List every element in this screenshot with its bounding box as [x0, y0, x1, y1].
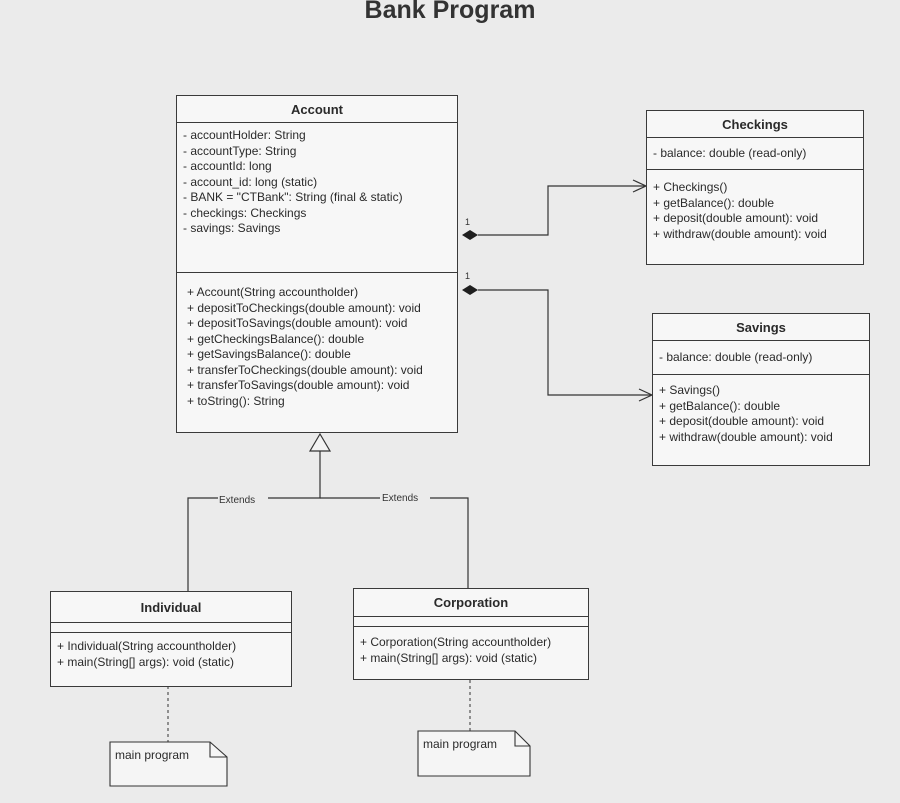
attribute: - savings: Savings [183, 221, 281, 235]
operation: + getCheckingsBalance(): double [187, 331, 365, 346]
note-individual[interactable]: main program [111, 743, 209, 785]
attribute: - accountType: String [183, 143, 297, 158]
operation: + transferToSavings(double amount): void [187, 378, 410, 392]
class-account-operations: + Account(String accountholder) + deposi… [177, 273, 457, 413]
multiplicity-savings: 1 [465, 271, 470, 281]
class-individual-attributes [51, 623, 291, 633]
note-corporation-text: main program [423, 737, 498, 751]
attribute: - balance: double (read-only) [659, 350, 813, 364]
class-account-attributes: - accountHolder: String - accountType: S… [177, 123, 457, 273]
class-savings-name: Savings [653, 314, 869, 341]
operation: + withdraw(double amount): void [659, 429, 833, 444]
class-individual-name: Individual [51, 592, 291, 623]
operation: + Checkings() [653, 180, 728, 194]
attribute: - accountId: long [183, 159, 272, 173]
class-corporation-name: Corporation [354, 589, 588, 617]
note-corporation[interactable]: main program [419, 732, 514, 775]
operation: + Corporation(String accountholder) [360, 635, 552, 649]
operation: + depositToCheckings(double amount): voi… [187, 300, 421, 315]
note-shape-corporation [417, 730, 531, 777]
class-account-name: Account [177, 96, 457, 123]
operation: + Account(String accountholder) [187, 285, 359, 299]
attribute: - account_id: long (static) [183, 174, 318, 189]
attribute: - checkings: Checkings [183, 205, 307, 220]
class-checkings-operations: + Checkings() + getBalance(): double + d… [647, 170, 863, 246]
extends-line-corporation [320, 497, 469, 588]
extends-line-individual [187, 451, 321, 591]
class-corporation-attributes [354, 617, 588, 627]
class-checkings[interactable]: Checkings - balance: double (read-only) … [646, 110, 864, 265]
operation: + main(String[] args): void (static) [360, 650, 538, 665]
attribute: - accountHolder: String [183, 128, 306, 142]
operation: + transferToCheckings(double amount): vo… [187, 362, 423, 377]
class-corporation-operations: + Corporation(String accountholder) + ma… [354, 627, 588, 670]
class-individual-operations: + Individual(String accountholder) + mai… [51, 633, 291, 674]
extends-label-right: Extends [382, 493, 418, 504]
operation: + deposit(double amount): void [659, 414, 825, 428]
operation: + depositToSavings(double amount): void [187, 316, 408, 330]
operation: + Individual(String accountholder) [57, 639, 237, 653]
attribute: - BANK = "CTBank": String (final & stati… [183, 190, 403, 204]
class-corporation[interactable]: Corporation + Corporation(String account… [353, 588, 589, 680]
class-savings[interactable]: Savings - balance: double (read-only) + … [652, 313, 870, 466]
class-savings-operations: + Savings() + getBalance(): double + dep… [653, 375, 869, 449]
attribute: - balance: double (read-only) [653, 146, 807, 160]
operation: + toString(): String [187, 393, 285, 408]
extends-label-left: Extends [219, 495, 255, 506]
class-checkings-attributes: - balance: double (read-only) [647, 138, 863, 170]
operation: + deposit(double amount): void [653, 211, 819, 225]
multiplicity-checkings: 1 [465, 217, 470, 227]
class-checkings-name: Checkings [647, 111, 863, 138]
note-individual-text: main program [115, 748, 190, 762]
operation: + getBalance(): double [659, 398, 781, 413]
composition-diamond-checkings [462, 230, 478, 240]
operation: + Savings() [659, 383, 721, 397]
generalization-triangle [308, 432, 332, 452]
class-account[interactable]: Account - accountHolder: String - accoun… [176, 95, 458, 433]
operation: + main(String[] args): void (static) [57, 654, 235, 669]
note-shape-individual [109, 741, 228, 787]
composition-line-checkings [478, 185, 645, 236]
diagram-title: Bank Program [364, 0, 536, 24]
class-individual[interactable]: Individual + Individual(String accountho… [50, 591, 292, 687]
composition-line-savings [478, 289, 651, 396]
operation: + getSavingsBalance(): double [187, 347, 351, 361]
class-savings-attributes: - balance: double (read-only) [653, 341, 869, 375]
operation: + withdraw(double amount): void [653, 226, 827, 241]
composition-diamond-savings [462, 285, 478, 295]
operation: + getBalance(): double [653, 195, 775, 210]
